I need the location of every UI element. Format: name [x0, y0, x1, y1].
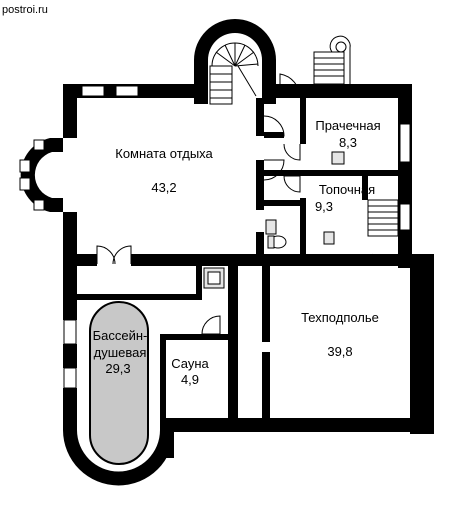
room-name-lounge: Комната отдыха — [115, 146, 213, 161]
room-area-boiler: 9,3 — [315, 199, 333, 214]
room-name-pool-line2: душевая — [94, 345, 147, 360]
room-name-sauna: Сауна — [171, 356, 209, 371]
room-name-boiler: Топочная — [319, 182, 375, 197]
room-area-lounge: 43,2 — [151, 180, 176, 195]
room-name-tech: Техподполье — [301, 310, 379, 325]
doors — [96, 73, 301, 438]
room-area-pool: 29,3 — [105, 361, 130, 376]
room-name-laundry: Прачечная — [315, 118, 380, 133]
spiral-stair — [209, 42, 259, 105]
room-area-laundry: 8,3 — [339, 135, 357, 150]
room-area-sauna: 4,9 — [181, 372, 199, 387]
room-area-tech: 39,8 — [327, 344, 352, 359]
bay-window — [20, 138, 63, 212]
outdoor-stair — [313, 35, 351, 85]
walls — [63, 84, 434, 458]
windows — [63, 85, 411, 389]
stair-tower — [194, 19, 276, 104]
site-watermark: postroi.ru — [2, 4, 48, 16]
fixtures — [203, 151, 345, 289]
bay-window-glass — [19, 139, 45, 211]
pool — [89, 301, 149, 465]
pool-room-apse — [63, 418, 174, 486]
room-name-pool-line1: Бассейн- — [93, 328, 148, 343]
boiler-stair — [367, 199, 399, 264]
room-labels: Комната отдыха 43,2 Прачечная 8,3 Топочн… — [93, 118, 381, 387]
